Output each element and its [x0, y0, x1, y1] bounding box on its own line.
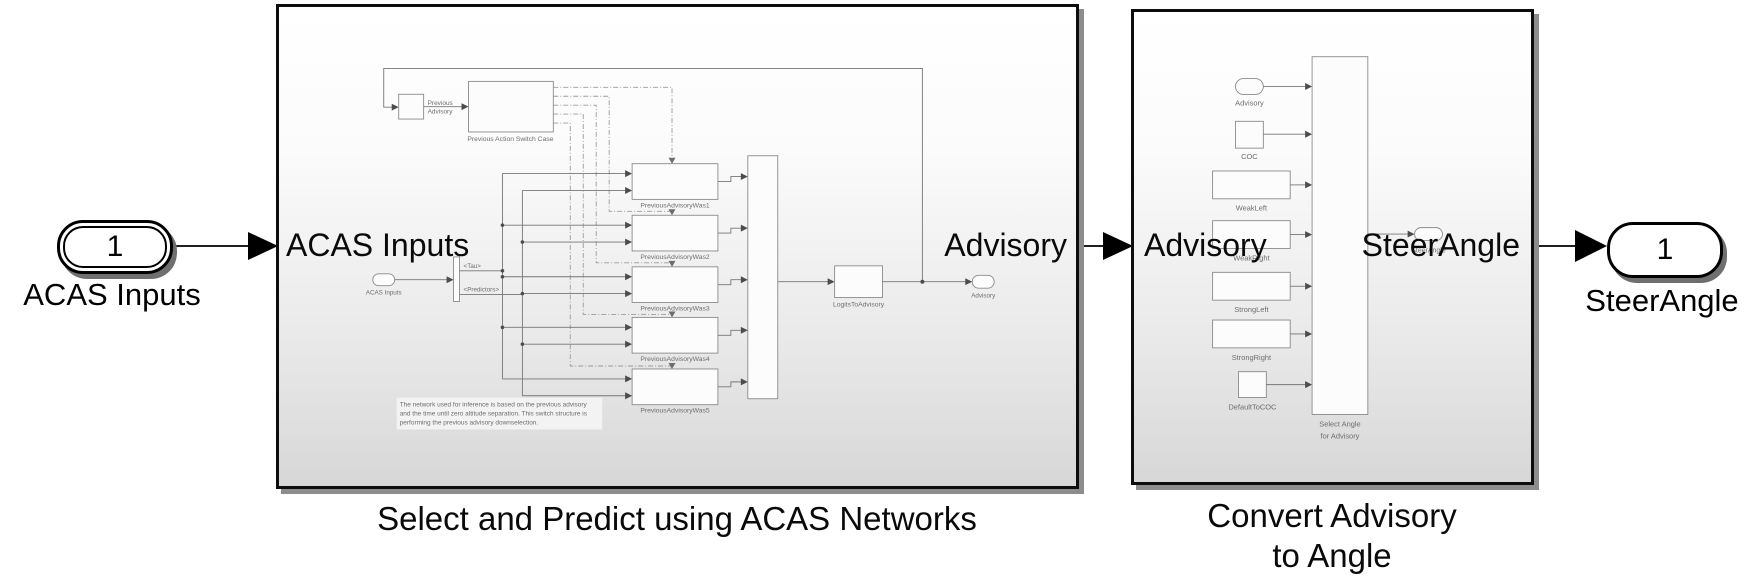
outport-block[interactable]: 1: [1607, 222, 1723, 278]
outport-name-label[interactable]: SteerAngle: [1585, 283, 1739, 318]
weakright-label: WeakRight: [1233, 253, 1270, 262]
strongright-label: StrongRight: [1232, 353, 1272, 362]
select-angle-output-wire: [1367, 230, 1415, 238]
bus-selector-block: [453, 256, 460, 302]
subsystem2-name-line2: to Angle: [1272, 537, 1392, 574]
weakleft-block: [1212, 170, 1291, 200]
defaulttococ-label: DefaultToCOC: [1228, 402, 1277, 411]
subsystem2-name-caption[interactable]: Convert Advisory to Angle: [1132, 496, 1532, 576]
annotation-note: [396, 397, 603, 430]
inner-acas-inputs-label: ACAS Inputs: [366, 290, 402, 297]
network-label-3: PreviousAdvisoryWas3: [640, 305, 710, 312]
previous-action-switch-case-block: [468, 80, 554, 133]
defaulttococ-block: [1238, 371, 1267, 398]
network-label-1: PreviousAdvisoryWas1: [640, 202, 710, 209]
select-angle-block: [1311, 56, 1369, 415]
sub2-output-port-label: SteerAngle: [1361, 227, 1520, 263]
inport-to-bus-wire: [394, 276, 454, 284]
switch-case-label: Previous Action Switch Case: [467, 136, 553, 143]
subsystem-convert-advisory-to-angle[interactable]: Advisory COC WeakLeft WeakRight StrongLe…: [1131, 9, 1534, 485]
sub2-input-wires: [1263, 83, 1313, 389]
previous-advisory-signal-label2: Advisory: [428, 109, 454, 116]
select-angle-label-1: Select Angle: [1319, 419, 1360, 428]
weakleft-label: WeakLeft: [1236, 204, 1268, 213]
network-label-2: PreviousAdvisoryWas2: [640, 254, 710, 261]
network-block-5: [631, 368, 719, 406]
strongleft-block: [1212, 271, 1291, 301]
arrowhead-icon: [248, 232, 278, 260]
predictors-wires: [459, 186, 633, 400]
outport-number: 1: [1656, 233, 1674, 266]
weakright-block: [1212, 220, 1291, 249]
merge-block: [747, 155, 779, 400]
wire-subsystem2-to-outport[interactable]: [1532, 230, 1607, 262]
annotation-line-1: The network used for inference is based …: [400, 402, 588, 409]
wire-subsystem1-to-subsystem2[interactable]: [1077, 232, 1133, 260]
network-block-4: [631, 316, 719, 354]
logits-to-advisory-label: LogitsToAdvisory: [833, 302, 885, 309]
network-block-2: [631, 214, 719, 252]
wire-inport-to-subsystem1[interactable]: [167, 232, 278, 260]
subsystem2-name-line1: Convert Advisory: [1207, 497, 1457, 534]
tau-wires: [459, 170, 633, 383]
network-block-1: [631, 163, 719, 200]
logits-output-wire: [882, 278, 973, 286]
select-angle-label-2: for Advisory: [1321, 431, 1360, 440]
inport-block[interactable]: 1: [57, 220, 173, 274]
subsystem-select-and-predict[interactable]: Previous Advisory Previous Action Switch…: [276, 4, 1079, 489]
coc-block: [1235, 120, 1264, 149]
network-block-3: [631, 266, 719, 303]
bus-tau-label: <Tau>: [464, 263, 482, 270]
network-output-wires: [717, 173, 748, 388]
previous-advisory-signal-label: Previous: [428, 100, 453, 107]
feedback-wire: [383, 68, 923, 282]
subsystem1-content-preview: Previous Advisory Previous Action Switch…: [366, 68, 996, 430]
control-wires: [553, 86, 676, 369]
inner2-steerangle-label: SteerAngle: [1411, 247, 1446, 254]
annotation-line-3: performing the previous advisory downsel…: [400, 420, 539, 427]
strongright-block: [1212, 319, 1291, 349]
delay-to-switchcase-wire: [423, 103, 469, 111]
strongleft-label: StrongLeft: [1234, 305, 1269, 314]
inport-number: 1: [106, 230, 124, 263]
inner-advisory-port: [971, 274, 995, 289]
inner2-advisory-label: Advisory: [1235, 98, 1264, 107]
inner2-steerangle-port: [1414, 227, 1443, 241]
sub1-input-port-label: ACAS Inputs: [286, 227, 470, 263]
annotation-line-2: and the time until zero altitude separat…: [400, 411, 587, 418]
network-label-5: PreviousAdvisoryWas5: [640, 408, 710, 415]
coc-label: COC: [1241, 152, 1258, 161]
inport-name-label[interactable]: ACAS Inputs: [23, 277, 201, 312]
logits-to-advisory-block: [834, 265, 883, 299]
previous-advisory-delay-block: [398, 93, 425, 120]
inner-advisory-label: Advisory: [971, 293, 996, 300]
sub2-input-port-label: Advisory: [1144, 227, 1267, 263]
merge-to-logits-wire: [777, 278, 835, 286]
arrowhead-icon: [1575, 230, 1607, 262]
network-label-4: PreviousAdvisoryWas4: [640, 356, 710, 363]
subsystem1-name-caption[interactable]: Select and Predict using ACAS Networks: [377, 500, 977, 537]
subsystem2-content-preview: Advisory COC WeakLeft WeakRight StrongLe…: [1212, 56, 1446, 440]
inner-acas-inputs-port: [372, 273, 396, 287]
bus-predictors-label: <Predictors>: [464, 287, 500, 294]
arrowhead-icon: [1103, 232, 1133, 260]
sub1-output-port-label: Advisory: [944, 227, 1067, 263]
inner2-advisory-port: [1235, 78, 1264, 95]
